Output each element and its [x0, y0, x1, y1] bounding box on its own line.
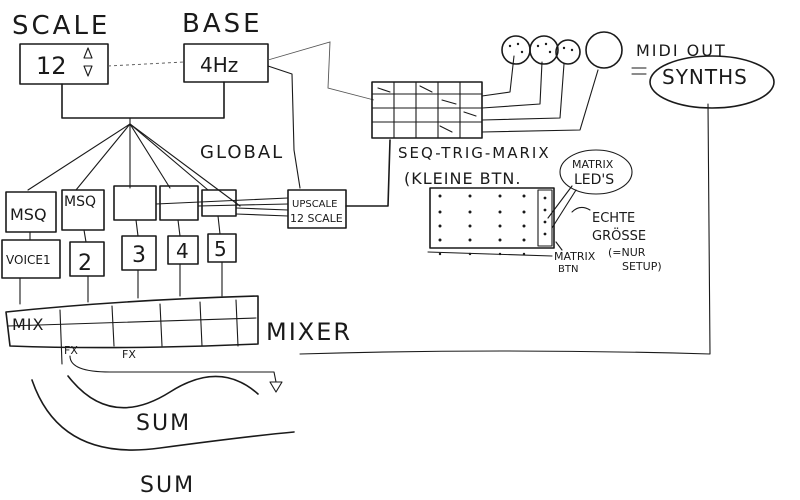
synth-knob-1-icon [501, 35, 531, 65]
synth-knob-4-icon [585, 31, 623, 69]
synth-return-line [299, 103, 711, 355]
voice-mixer-connectors [19, 261, 223, 305]
stepper-up-icon [83, 47, 93, 59]
matrix-btn-pointer [555, 241, 563, 251]
base-value-box [183, 43, 269, 83]
fx-loop-line [69, 355, 277, 383]
scale-value-box [19, 43, 109, 85]
fx-return-arrow-icon [269, 381, 283, 393]
midi-equals-sign [631, 67, 647, 75]
global-fan-lines [27, 123, 241, 207]
upscale-label-1: UPSCALE [292, 199, 337, 210]
echte-label: ECHTE [592, 211, 635, 226]
module-box-4 [159, 185, 199, 221]
upscale-box [287, 189, 347, 229]
base-to-upscale-line [267, 65, 301, 189]
seq-trig-matrix-grid [371, 81, 483, 139]
scale-value: 12 [36, 52, 67, 80]
upscale-to-matrix-line [345, 139, 391, 207]
base-to-matrix-line [267, 41, 375, 101]
mixer-label: MIXER [266, 318, 352, 346]
base-heading: BASE [182, 9, 263, 39]
scale-base-link [107, 61, 185, 67]
module-box-5 [201, 189, 237, 217]
matrix-title: SEQ-TRIG-MARIX [398, 144, 551, 162]
scale-heading: SCALE [12, 11, 110, 41]
groesse-label: GRÖSSE [592, 227, 646, 244]
matrix-btn-label-2: BTN [558, 264, 578, 275]
button-matrix-panel [429, 187, 555, 249]
voice-box-4 [167, 235, 199, 265]
matrix-leds-bubble [559, 149, 633, 195]
leds-pointer [547, 185, 577, 229]
nur-setup-label-2: SETUP) [622, 260, 662, 273]
sum-brace-1 [67, 375, 259, 409]
voice-label-2: 2 [78, 251, 92, 276]
voice-box-1 [1, 239, 61, 279]
echte-pointer [571, 206, 591, 213]
button-matrix-bottom-rail [427, 251, 553, 257]
base-value: 4Hz [200, 53, 238, 77]
synth-knob-dots [508, 42, 574, 54]
seq-trig-matrix-box [371, 81, 483, 139]
msq-box-1 [5, 191, 57, 233]
module-box-3 [113, 185, 157, 221]
synth-knob-3-icon [555, 39, 581, 65]
fx-label-1: FX [64, 344, 78, 357]
nur-setup-label-1: (=NUR [608, 246, 646, 259]
voice-label-1: VOICE1 [6, 253, 51, 267]
voice-box-3 [121, 235, 157, 271]
sum-brace-2 [31, 379, 295, 451]
voice-label-5: 5 [214, 237, 227, 261]
matrix-subtitle: (KLEINE BTN. [404, 169, 521, 188]
msq-label-1: MSQ [10, 205, 47, 224]
sum-label-2: SUM [140, 473, 195, 498]
midi-out-label: MIDI OUT [636, 41, 727, 60]
module-bus-lines [155, 197, 289, 217]
scale-to-global-line [61, 81, 225, 119]
upscale-label-2: 12 SCALE [290, 212, 343, 225]
stepper-down-icon [83, 65, 93, 77]
synths-ellipse [649, 55, 775, 109]
led-column [537, 189, 553, 247]
voice-box-2 [69, 241, 105, 277]
sum-label-1: SUM [136, 411, 191, 436]
mix-label: MIX [12, 315, 44, 334]
mixer-channel-dividers [7, 299, 257, 365]
matrix-btn-label-1: MATRIX [554, 250, 596, 263]
msq-voice-connectors [29, 215, 221, 243]
voice-label-4: 4 [176, 239, 189, 263]
msq-label-2: MSQ [64, 194, 96, 210]
msq-box-2 [61, 189, 105, 231]
button-matrix-dots [438, 194, 547, 256]
matrix-midi-lines [481, 55, 599, 133]
voice-label-3: 3 [132, 243, 146, 268]
synth-knob-2-icon [529, 35, 559, 65]
mixer-strip [5, 295, 259, 349]
synths-label: SYNTHS [662, 65, 748, 89]
global-label: GLOBAL [200, 142, 284, 163]
matrix-leds-label-1: MATRIX [572, 158, 614, 171]
fx-label-2: FX [122, 348, 136, 361]
matrix-leds-label-2: LED'S [574, 172, 614, 188]
